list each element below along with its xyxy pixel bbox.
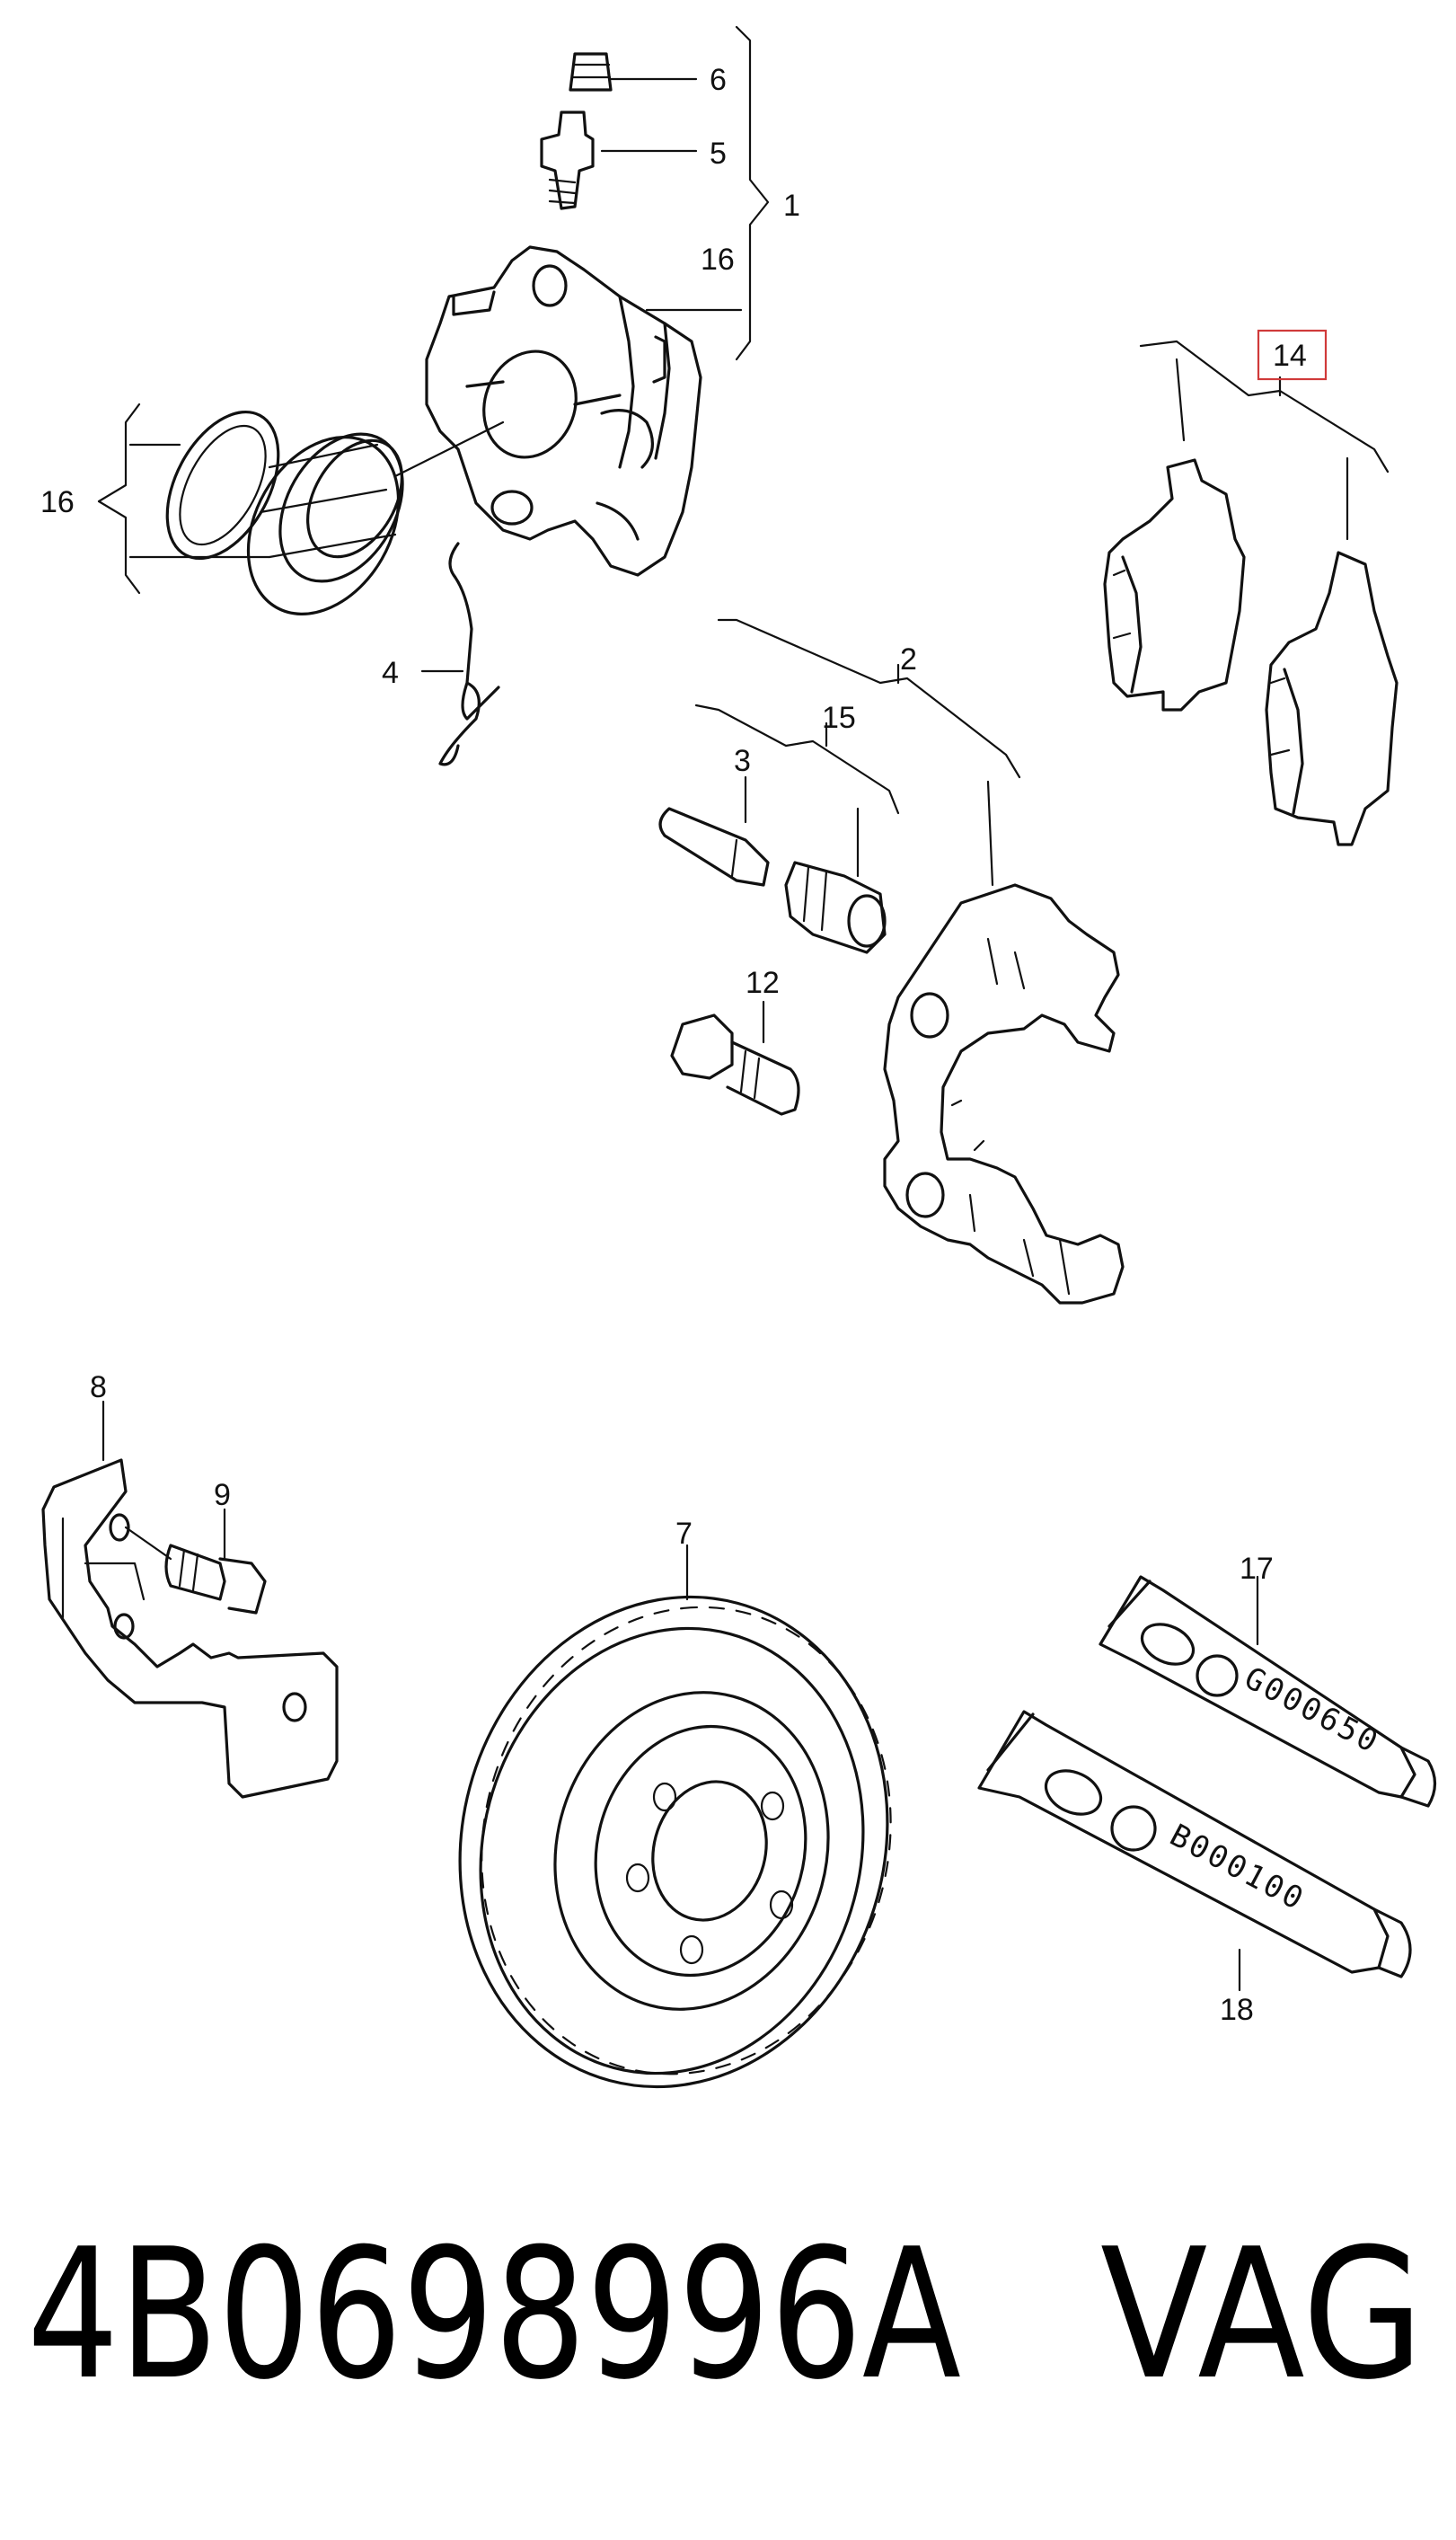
label-4: 4	[382, 656, 399, 690]
guide-bushing	[784, 861, 887, 954]
label-9: 9	[214, 1478, 231, 1512]
label-18: 18	[1220, 1993, 1254, 2027]
retaining-spring-clip	[420, 542, 500, 766]
label-3: 3	[734, 744, 751, 778]
piston-seal-ring	[165, 410, 280, 561]
carrier-bolt	[670, 1000, 800, 1116]
label-6: 6	[710, 63, 727, 97]
grease-tube-lower: B000100	[977, 1710, 1412, 1992]
grease-tube-upper: G000650	[1099, 1575, 1437, 1808]
label-16-top: 16	[701, 243, 735, 277]
part-14-bracket	[1139, 340, 1390, 541]
label-15: 15	[822, 701, 856, 735]
part-14-highlight-box	[1257, 329, 1328, 381]
upper-tube-code: G000650	[1239, 1660, 1386, 1761]
label-16-left: 16	[40, 485, 75, 519]
part-2-bracket	[717, 618, 1021, 887]
callout-labels: 1 2 3 4 5 6 7 8 9 12 14 15 16 16 17 18	[40, 63, 1307, 2027]
part-16-bracket	[97, 403, 505, 595]
caliper-housing	[425, 245, 702, 577]
brand: VAG	[1100, 2210, 1424, 2420]
brake-pad-left	[1103, 458, 1246, 712]
guide-pin	[658, 807, 770, 887]
label-14: 14	[1273, 339, 1307, 373]
caption: 4B0698996A VAG	[27, 2210, 1424, 2420]
bleeder-cap	[569, 52, 613, 92]
label-1: 1	[783, 189, 800, 223]
label-7: 7	[675, 1517, 693, 1551]
brake-pad-right	[1265, 551, 1399, 846]
caliper-carrier	[883, 883, 1125, 1305]
label-2: 2	[900, 642, 917, 677]
label-8: 8	[90, 1370, 107, 1404]
splash-shield	[41, 1400, 339, 1799]
piston-boot	[246, 432, 404, 615]
part-1-bracket	[600, 25, 770, 361]
shield-bolt	[124, 1508, 267, 1615]
part-number: 4B0698996A	[27, 2210, 961, 2420]
brake-disc	[458, 1544, 892, 2089]
part-3-15-bracket	[694, 704, 900, 878]
label-5: 5	[710, 137, 727, 171]
bleeder-screw	[540, 111, 595, 210]
label-17: 17	[1240, 1552, 1274, 1586]
label-12: 12	[746, 966, 780, 1000]
